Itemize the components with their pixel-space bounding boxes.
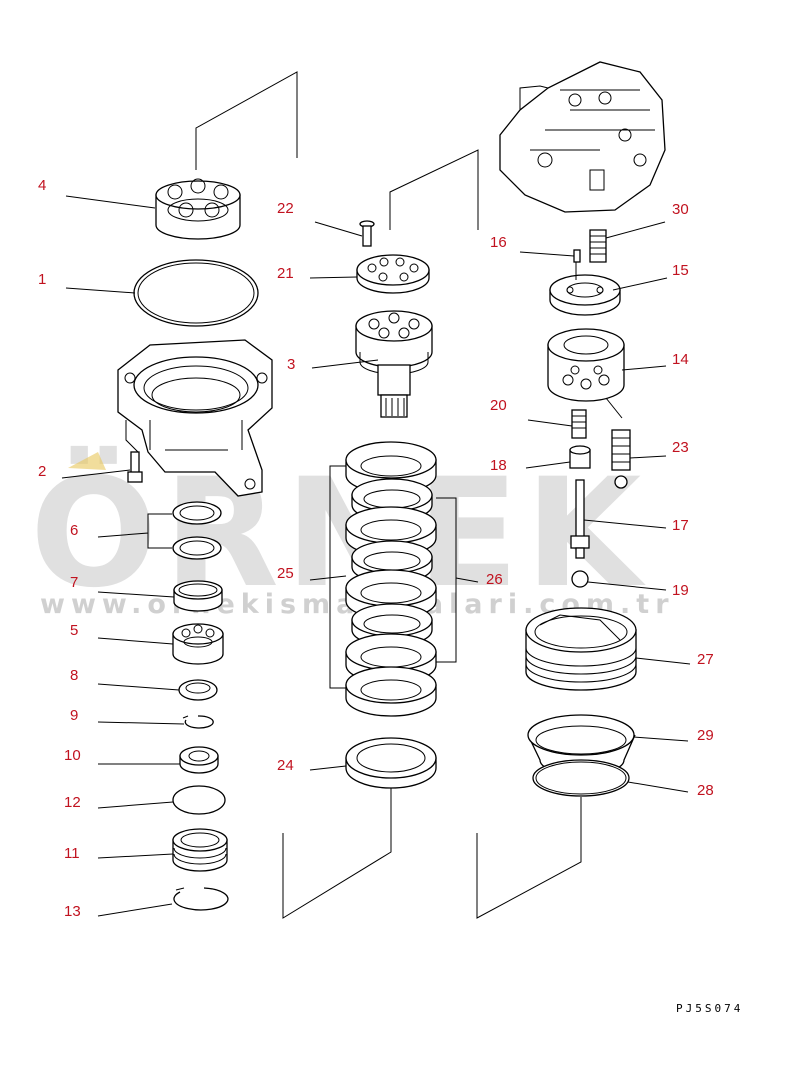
callout-9: 9	[70, 707, 78, 724]
callout-25: 25	[277, 565, 294, 582]
bush-part-18	[569, 445, 591, 469]
plug-part-11	[172, 828, 228, 872]
ring-part-7	[173, 580, 223, 612]
motor-housing	[117, 339, 273, 497]
leader-lines	[61, 195, 691, 917]
drawing-code: PJ5S074	[676, 1002, 743, 1015]
assembly-bracket-top-center	[389, 149, 479, 230]
callout-11: 11	[64, 845, 80, 862]
callout-18: 18	[490, 457, 507, 474]
bracket-part-25	[329, 465, 346, 689]
callout-4: 4	[38, 177, 46, 194]
disc-stack-parts-25-26	[345, 441, 437, 717]
ball-part-19	[571, 570, 589, 588]
spring-part-30	[589, 229, 607, 263]
spring-part-20	[571, 409, 587, 439]
callout-15: 15	[672, 262, 689, 279]
callout-2: 2	[38, 463, 46, 480]
valve-plate-part-15	[549, 274, 621, 316]
piston-part-23	[605, 397, 631, 489]
piston-part-27	[525, 607, 637, 691]
bearing-part-4	[155, 178, 241, 240]
shims-part-6	[172, 501, 222, 560]
callout-5: 5	[70, 622, 78, 639]
callout-29: 29	[697, 727, 714, 744]
bolt-part-2	[127, 451, 143, 483]
callout-13: 13	[64, 903, 81, 920]
valve-body	[499, 61, 666, 213]
watermark-accent	[68, 452, 106, 470]
callout-22: 22	[277, 200, 294, 217]
shaft-part-3	[355, 310, 433, 418]
bracket-part-26	[436, 497, 457, 663]
assembly-bracket-bottom-left	[282, 785, 392, 919]
callout-6: 6	[70, 522, 78, 539]
callout-10: 10	[64, 747, 81, 764]
screw-part-22	[359, 220, 375, 247]
callout-20: 20	[490, 397, 507, 414]
callout-19: 19	[672, 582, 689, 599]
callout-8: 8	[70, 667, 78, 684]
cylinder-block-part-14	[547, 328, 625, 402]
assembly-bracket-top-left	[195, 71, 298, 170]
o-ring-part-28	[532, 759, 630, 797]
callout-26: 26	[486, 571, 503, 588]
callouts: 4 1 2 6 7 5 8 9 10 12 11 13 22 21 3 25 2…	[38, 177, 714, 920]
oil-seal-part-10	[179, 746, 219, 774]
o-ring-part-1	[133, 259, 259, 327]
callout-23: 23	[672, 439, 689, 456]
retainer-plate-part-21	[356, 254, 430, 294]
callout-12: 12	[64, 794, 81, 811]
callout-30: 30	[672, 201, 689, 218]
callout-14: 14	[672, 351, 689, 368]
callout-28: 28	[697, 782, 714, 799]
disc-part-12	[172, 785, 226, 815]
callout-3: 3	[287, 356, 295, 373]
retaining-ring-part-13	[173, 887, 229, 911]
snap-ring-part-9	[182, 715, 214, 729]
bearing-part-5	[172, 623, 224, 665]
callout-17: 17	[672, 517, 689, 534]
callout-21: 21	[277, 265, 294, 282]
pin-part-17	[570, 479, 590, 559]
pin-part-16	[573, 249, 581, 263]
callout-7: 7	[70, 574, 78, 591]
callout-27: 27	[697, 651, 714, 668]
plate-part-24	[345, 737, 437, 789]
callout-16: 16	[490, 234, 507, 251]
callout-24: 24	[277, 757, 294, 774]
assembly-bracket-bottom-right	[476, 797, 582, 919]
seal-part-8	[178, 679, 218, 701]
callout-1: 1	[38, 271, 46, 288]
